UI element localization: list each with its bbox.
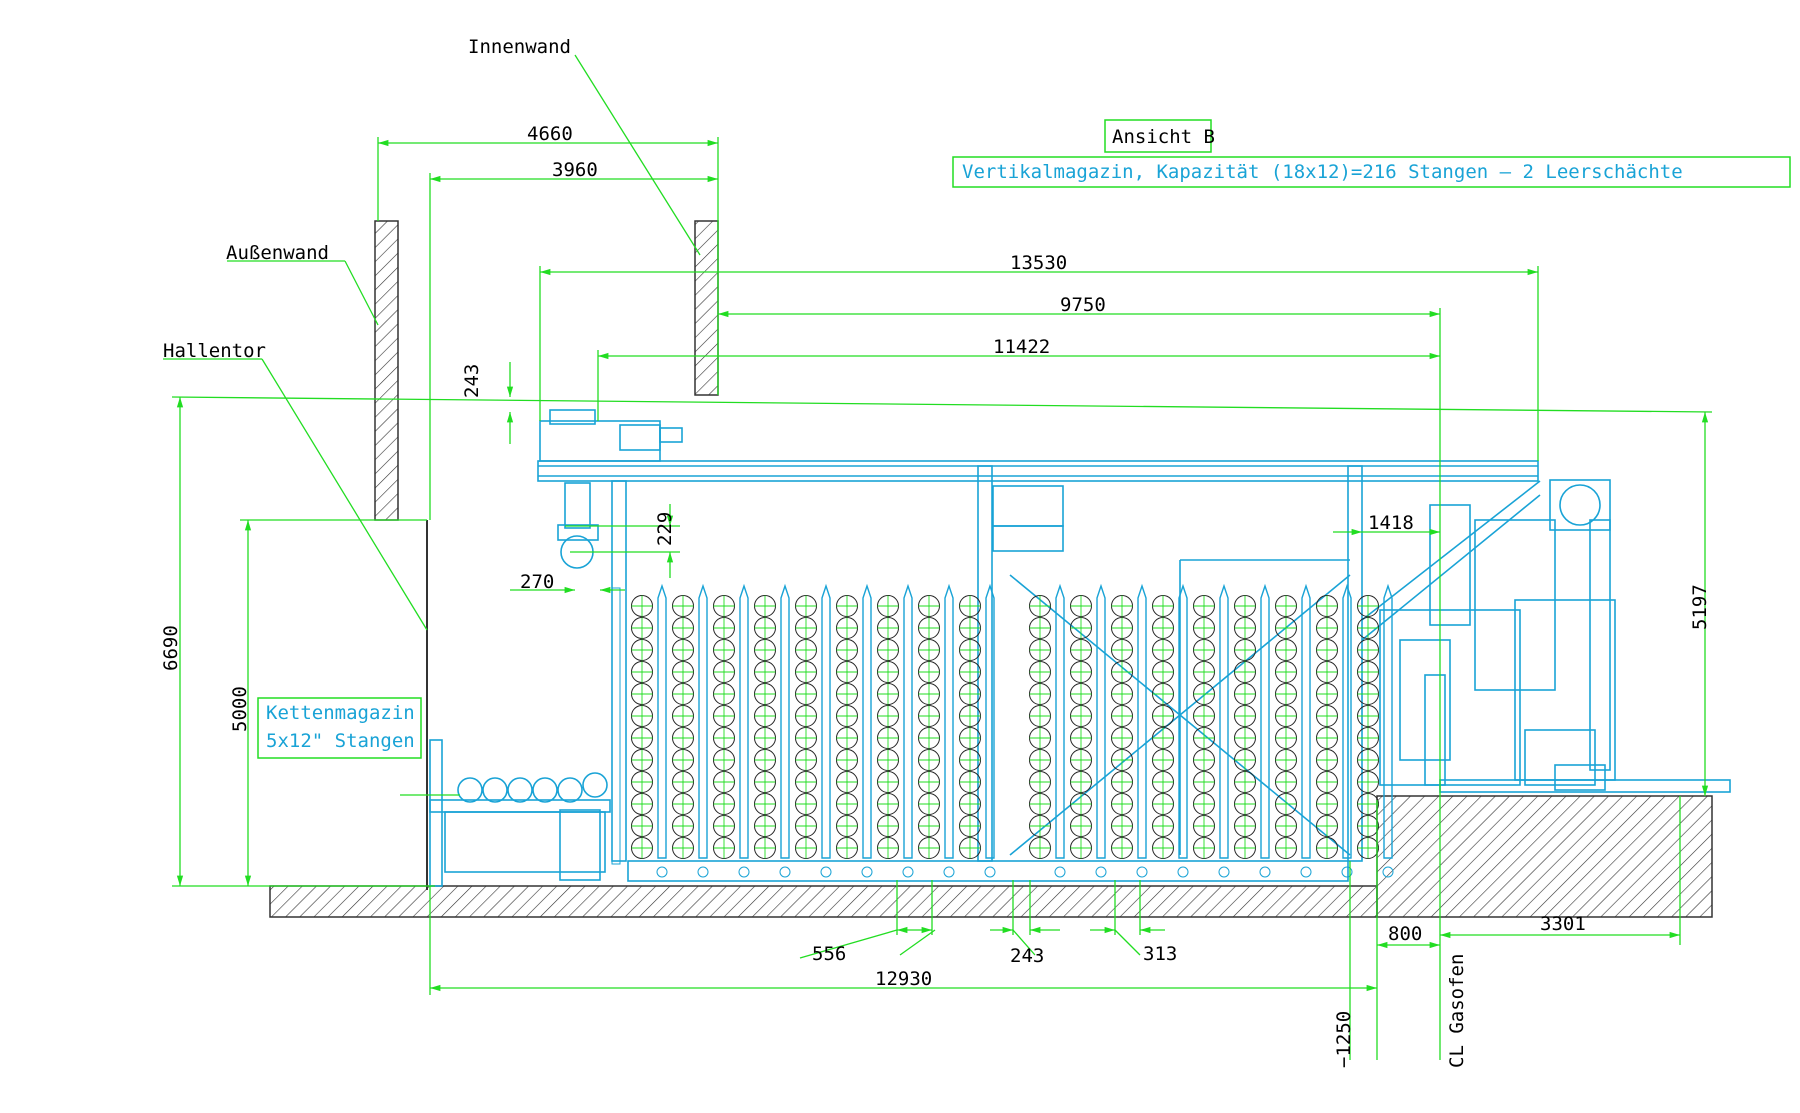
base-sprocket — [1259, 866, 1271, 878]
dim-12930: 12930 — [875, 968, 932, 990]
magazine-bar — [1383, 583, 1393, 859]
title-box — [1104, 119, 1212, 153]
base-sprocket — [1136, 866, 1148, 878]
magazine-bar — [780, 583, 790, 859]
inner-wall — [694, 220, 719, 396]
dim-6690: 6690 — [160, 625, 182, 671]
dim-13530: 13530 — [1010, 252, 1067, 274]
magazine-bar — [1096, 583, 1106, 859]
subtitle-box — [952, 156, 1791, 188]
outer-wall — [374, 220, 399, 521]
magazine-bar — [1055, 583, 1065, 859]
base-sprocket — [984, 866, 996, 878]
magazine-bar — [985, 583, 995, 859]
vertical-magazine — [611, 583, 1394, 878]
chain-magazine-box — [257, 697, 422, 759]
base-sprocket — [1054, 866, 1066, 878]
view-subtitle: Vertikalmagazin, Kapazität (18x12)=216 S… — [962, 161, 1683, 183]
base-sprocket — [779, 866, 791, 878]
magazine-bar — [1301, 583, 1311, 859]
dim-11422: 11422 — [993, 336, 1050, 358]
dim-313: 313 — [1143, 943, 1177, 965]
base-sprocket — [1218, 866, 1230, 878]
label-innenwand: Innenwand — [468, 36, 571, 58]
dim-9750: 9750 — [1060, 294, 1106, 316]
base-sprocket — [656, 866, 668, 878]
dim-229: 229 — [654, 512, 676, 546]
view-title: Ansicht B — [1112, 126, 1215, 148]
label-cl-gasofen: CL Gasofen — [1446, 954, 1468, 1068]
magazine-bar — [862, 583, 872, 859]
label-hallentor: Hallentor — [163, 340, 266, 362]
base-sprocket — [1095, 866, 1107, 878]
base-sprocket — [1382, 866, 1394, 878]
base-sprocket — [820, 866, 832, 878]
base-sprocket — [1300, 866, 1312, 878]
magazine-bar — [903, 583, 913, 859]
base-sprocket — [1177, 866, 1189, 878]
floor — [269, 795, 1713, 918]
base-sprocket — [902, 866, 914, 878]
magazine-bar — [944, 583, 954, 859]
dim-800: 800 — [1388, 923, 1422, 945]
dim-270: 270 — [520, 571, 554, 593]
magazine-bar — [1260, 583, 1270, 859]
dim-3301: 3301 — [1540, 913, 1586, 935]
magazine-bar — [821, 583, 831, 859]
base-sprocket — [697, 866, 709, 878]
magazine-bar — [657, 583, 667, 859]
dim-5197: 5197 — [1689, 584, 1711, 630]
base-sprocket — [1341, 866, 1353, 878]
magazine-end-bar — [611, 587, 621, 865]
base-sprocket — [943, 866, 955, 878]
dim-243-bottom: 243 — [1010, 945, 1044, 967]
dim-1418: 1418 — [1368, 512, 1414, 534]
label-kettenmagazin-stangen: 5x12" Stangen — [266, 730, 415, 752]
dim-5000: 5000 — [229, 686, 251, 732]
dim-3960: 3960 — [552, 159, 598, 181]
dim-minus-1250: −1250 — [1333, 1011, 1355, 1068]
dimension-lines — [163, 54, 1713, 1060]
magazine-bar — [1137, 583, 1147, 859]
label-kettenmagazin: Kettenmagazin — [266, 702, 415, 724]
magazine-bar — [698, 583, 708, 859]
magazine-bar — [739, 583, 749, 859]
dim-243-top: 243 — [461, 364, 483, 398]
base-sprocket — [738, 866, 750, 878]
dim-4660: 4660 — [527, 123, 573, 145]
label-aussenwand: Außenwand — [226, 242, 329, 264]
magazine-bar — [1342, 583, 1352, 859]
dim-556: 556 — [812, 943, 846, 965]
base-sprocket — [861, 866, 873, 878]
magazine-bar — [1219, 583, 1229, 859]
magazine-bar — [1178, 583, 1188, 859]
